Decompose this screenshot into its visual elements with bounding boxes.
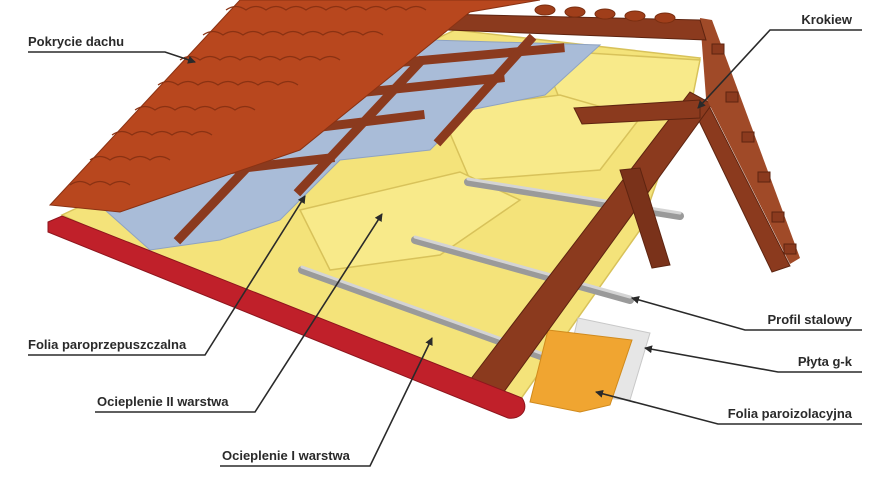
leader-lines <box>28 29 862 467</box>
label-insulation-layer-2: Ocieplenie II warstwa <box>97 394 229 409</box>
label-rafter: Krokiew <box>801 12 852 27</box>
label-plasterboard: Płyta g-k <box>798 354 853 369</box>
insulation-layer-2-sheet-b <box>298 171 522 271</box>
label-vapor-barrier: Folia paroizolacyjna <box>728 406 853 421</box>
vapor-barrier-shape <box>529 329 633 413</box>
gutter-shape <box>47 215 526 419</box>
label-insulation-layer-1: Ocieplenie I warstwa <box>222 448 351 463</box>
breathable-membrane-shape <box>104 39 602 251</box>
ridge-tiles <box>534 4 676 24</box>
label-breathable-membrane: Folia paroprzepuszczalna <box>28 337 187 352</box>
roof-tile-rows <box>69 5 427 186</box>
roof-tiles-shape <box>48 0 541 213</box>
label-roof-covering: Pokrycie dachu <box>28 34 124 49</box>
label-steel-profile: Profil stalowy <box>767 312 852 327</box>
